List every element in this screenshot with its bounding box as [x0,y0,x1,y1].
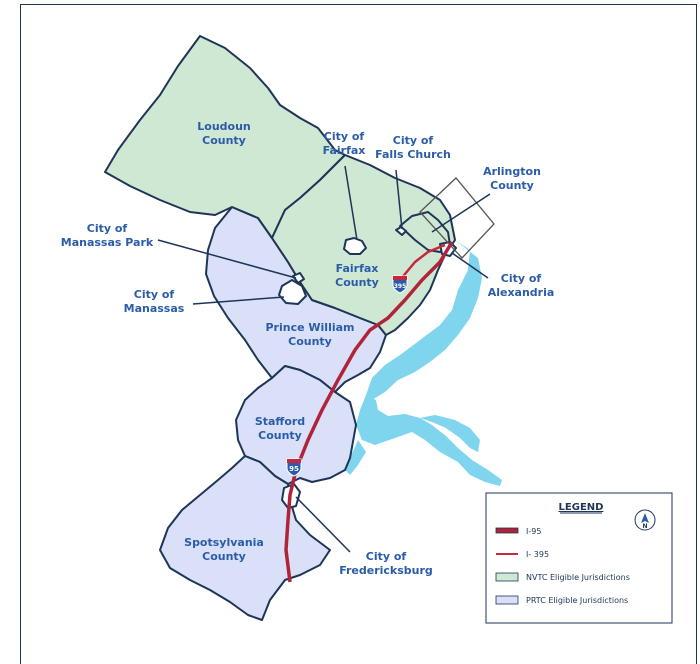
arlington-inset-box [419,177,495,259]
svg-text:I-95: I-95 [526,527,541,536]
svg-text:N: N [642,523,647,530]
arlington-county-shape [399,211,451,253]
svg-text:395: 395 [394,283,407,290]
leader-lines [157,165,491,553]
legend-item-nvtc: NVTC Eligible Jurisdictions [495,572,630,582]
map-frame [20,4,697,664]
manassas-shape [278,279,307,305]
svg-text:I- 395: I- 395 [526,550,549,559]
svg-text:NVTC Eligible Jurisdictions: NVTC Eligible Jurisdictions [526,573,630,582]
north-arrow-icon: N [634,509,656,531]
potomac-river [345,240,502,486]
svg-text:95: 95 [289,465,299,473]
leader-alexandria [451,252,489,279]
city-of-fairfax-shape [343,237,367,255]
legend-item-i95: I-95 [495,527,541,536]
leader-fredericksburg [295,496,351,553]
i395-route [399,243,446,281]
falls-church-shape [395,226,407,236]
legend-title: LEGEND [559,502,604,513]
leader-manassas [192,296,285,305]
i95-route [284,241,454,583]
leader-arlington [431,193,491,233]
stafford-county-shape [235,365,357,485]
i395-shield: 395 [392,275,408,294]
leader-falls-church [395,169,403,230]
legend: LEGEND N I-95 I- 395 NVTC Eligible Juris… [485,492,673,624]
manassas-park-shape [292,272,305,284]
svg-text:PRTC Eligible Jurisdictions: PRTC Eligible Jurisdictions [526,596,628,605]
leader-city-fairfax [344,165,358,241]
i95-shield: 95 [286,458,302,477]
legend-item-prtc: PRTC Eligible Jurisdictions [495,595,628,605]
leader-manassas-park [157,239,297,279]
legend-item-i395: I- 395 [496,550,549,559]
